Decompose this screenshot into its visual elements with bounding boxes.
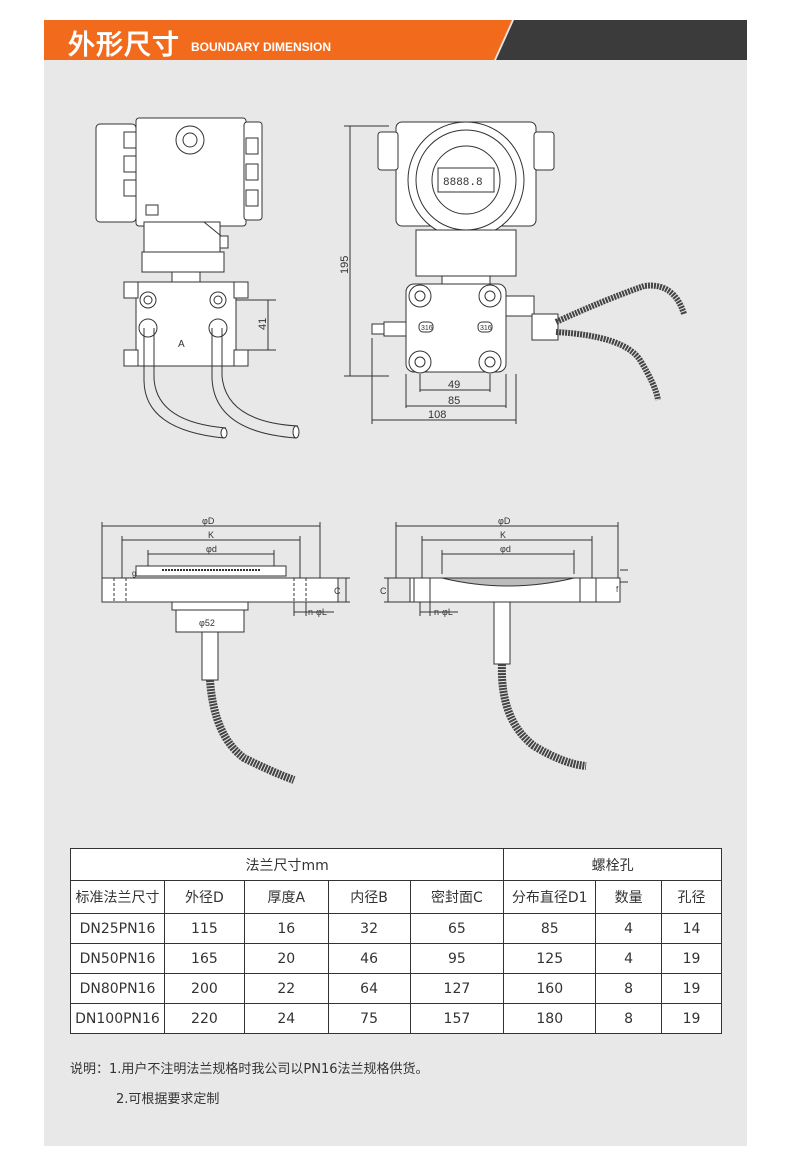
table-cell: 4	[595, 913, 663, 944]
table-row: DN50PN16 165 20 46 95 125 4 19	[70, 943, 722, 974]
dim-108: 108	[428, 409, 446, 421]
table-cell: 4	[595, 943, 663, 974]
table-cell: 19	[661, 1003, 722, 1034]
table-cell: 95	[409, 943, 505, 974]
dim-phi-d-outer-right: φD	[498, 516, 511, 526]
table-cell: 200	[163, 973, 245, 1004]
table-cell: 24	[243, 1003, 329, 1034]
dim-c-left: C	[334, 586, 341, 596]
dim-85: 85	[448, 395, 460, 407]
group-header-flange: 法兰尺寸mm	[69, 848, 505, 881]
table-cell: 19	[661, 973, 722, 1004]
note-line-2: 2.可根据要求定制	[70, 1085, 429, 1115]
table-row: DN25PN16 115 16 32 65 85 4 14	[70, 913, 722, 944]
dim-49: 49	[448, 379, 460, 391]
flange-diaphragm-view: φD K φd C f n-φL	[380, 516, 628, 770]
dim-k: K	[208, 530, 214, 540]
dim-n-phi-l-right: n-φL	[434, 607, 453, 617]
col-header: 内径B	[327, 880, 411, 914]
dim-f: f	[616, 585, 619, 594]
table-cell: 64	[327, 973, 411, 1004]
lcd-display: 8888.8	[443, 177, 483, 189]
table-cell: 46	[327, 943, 411, 974]
table-row: DN80PN16 200 22 64 127 160 8 19	[70, 973, 722, 1004]
dim-phi-d-outer: φD	[202, 516, 215, 526]
dim-phi-d-inner-right: φd	[500, 544, 511, 554]
section-header: 外形尺寸 BOUNDARY DIMENSION	[44, 20, 747, 61]
notes: 说明：1.用户不注明法兰规格时我公司以PN16法兰规格供货。 2.可根据要求定制	[70, 1055, 429, 1115]
note-text-1: 1.用户不注明法兰规格时我公司以PN16法兰规格供货。	[109, 1062, 429, 1077]
dim-k-right: K	[500, 530, 506, 540]
section-title-cn: 外形尺寸	[68, 30, 180, 61]
table-cell: DN100PN16	[70, 1003, 165, 1034]
table-cell: 180	[503, 1003, 597, 1034]
table-cell: 65	[409, 913, 505, 944]
table-cell: DN25PN16	[70, 913, 165, 944]
dimension-drawings: 41 A 195 8888.8 316 316	[95, 117, 687, 784]
col-header: 分布直径D1	[503, 880, 597, 914]
col-header: 标准法兰尺寸	[70, 880, 165, 914]
table-cell: 16	[243, 913, 329, 944]
header-banner	[44, 20, 747, 60]
col-header: 厚度A	[243, 880, 329, 914]
table-cell: 8	[595, 1003, 663, 1034]
group-header-bolt: 螺栓孔	[503, 848, 722, 881]
table-cell: 220	[163, 1003, 245, 1034]
flange-flat-view: φD K φd g C n-φL φ52	[101, 516, 350, 784]
note-text-2: 2.可根据要求定制	[116, 1092, 220, 1107]
table-cell: 127	[409, 973, 505, 1004]
dim-n-phi-l-left: n-φL	[308, 607, 327, 617]
flange-spec-table: 法兰尺寸mm 螺栓孔 标准法兰尺寸 外径D 厚度A 内径B 密封面C 分布直径D…	[69, 848, 722, 1034]
dim-41: 41	[257, 318, 269, 330]
dim-195: 195	[339, 256, 351, 274]
col-header: 孔径	[661, 880, 722, 914]
col-header: 外径D	[163, 880, 245, 914]
table-cell: 32	[327, 913, 411, 944]
table-cell: 160	[503, 973, 597, 1004]
dim-a: A	[178, 339, 185, 350]
label-316-left: 316	[421, 325, 433, 332]
table-cell: 20	[243, 943, 329, 974]
table-cell: DN80PN16	[70, 973, 165, 1004]
table-cell: 8	[595, 973, 663, 1004]
transmitter-front-view: 195 8888.8 316 316	[339, 121, 687, 424]
table-cell: 22	[243, 973, 329, 1004]
table-cell: 85	[503, 913, 597, 944]
dim-g: g	[132, 569, 136, 578]
table-cell: 157	[409, 1003, 505, 1034]
dim-c-right: C	[380, 586, 387, 596]
transmitter-side-view: 41 A	[95, 117, 300, 439]
table-cell: 165	[163, 943, 245, 974]
table-cell: 115	[163, 913, 245, 944]
table-cell: 19	[661, 943, 722, 974]
table-cell: 14	[661, 913, 722, 944]
note-line-1: 说明：1.用户不注明法兰规格时我公司以PN16法兰规格供货。	[70, 1055, 429, 1085]
col-header: 数量	[595, 880, 663, 914]
dim-phi52: φ52	[199, 618, 215, 628]
table-cell: DN50PN16	[70, 943, 165, 974]
section-title-en: BOUNDARY DIMENSION	[191, 40, 332, 54]
table-cell: 75	[327, 1003, 411, 1034]
table-cell: 125	[503, 943, 597, 974]
col-header: 密封面C	[409, 880, 505, 914]
table-row: DN100PN16 220 24 75 157 180 8 19	[70, 1003, 722, 1034]
dim-phi-d-inner: φd	[206, 544, 217, 554]
label-316-right: 316	[480, 325, 492, 332]
notes-label: 说明：	[70, 1062, 110, 1077]
